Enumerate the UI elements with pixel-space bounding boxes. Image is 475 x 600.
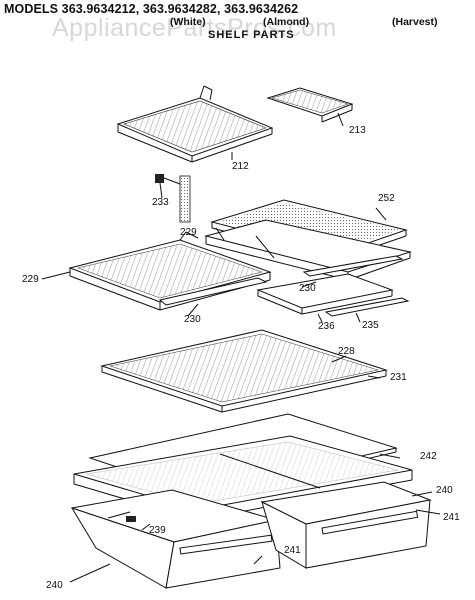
callout-213: 213 — [349, 125, 366, 136]
callout-252: 252 — [378, 193, 395, 204]
part-235-trim — [324, 297, 410, 323]
callout-228: 228 — [338, 346, 355, 357]
callout-241-left: 241 — [284, 545, 301, 556]
callout-230-right: 230 — [299, 283, 316, 294]
callout-240-left: 240 — [46, 580, 63, 591]
part-228-wire-shelf — [100, 329, 388, 413]
diagram-header: AppliancePartsPros.com MODELS 363.963421… — [0, 0, 475, 48]
color-label-white: (White) — [170, 16, 206, 28]
color-label-harvest: (Harvest) — [392, 16, 438, 28]
callout-229-upper: 229 — [180, 227, 197, 238]
callout-236: 236 — [318, 321, 335, 332]
models-title: MODELS 363.9634212, 363.9634282, 363.963… — [4, 2, 299, 16]
callout-212: 212 — [232, 161, 249, 172]
callout-231: 231 — [390, 372, 407, 383]
part-233-bracket — [155, 174, 191, 223]
callout-leaders — [141, 235, 317, 565]
part-240-crisper-drawer-left — [69, 489, 281, 589]
callout-239: 239 — [149, 525, 166, 536]
part-229-wire-shelf — [41, 231, 272, 311]
callout-241-right: 241 — [443, 512, 460, 523]
section-subtitle: SHELF PARTS — [208, 29, 295, 41]
watermark: AppliancePartsPros.com — [52, 14, 337, 42]
callout-233: 233 — [152, 197, 169, 208]
callout-230-left: 230 — [184, 314, 201, 325]
part-236-frame — [256, 273, 394, 323]
part-212-wire-shelf — [116, 85, 274, 163]
part-213-rail — [266, 87, 354, 127]
callout-240-right: 240 — [436, 485, 453, 496]
part-240-crisper-drawer-right — [260, 481, 441, 569]
callout-229-left: 229 — [22, 274, 39, 285]
color-label-almond: (Almond) — [263, 16, 310, 28]
callout-235: 235 — [362, 320, 379, 331]
part-230-trim — [158, 255, 404, 306]
callout-242: 242 — [420, 451, 437, 462]
